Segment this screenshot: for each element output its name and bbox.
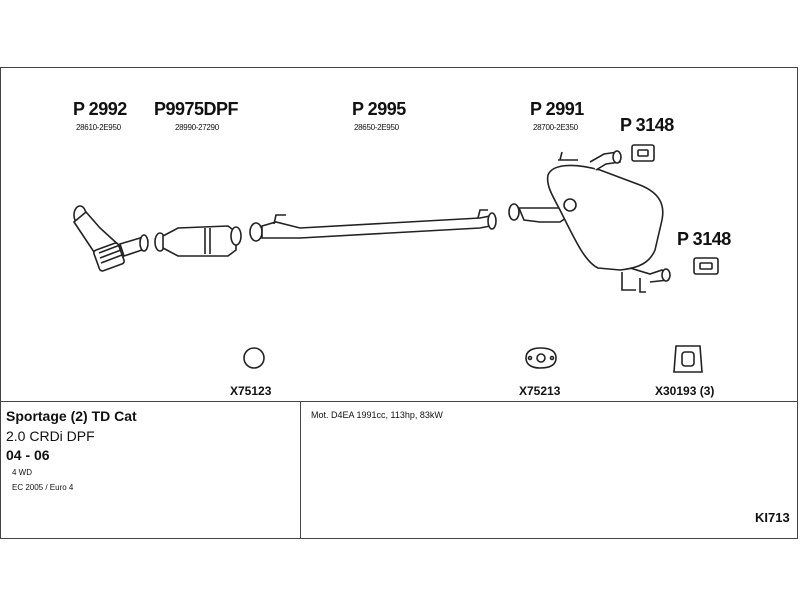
oe-number-p9975dpf: 28990-27290 — [175, 123, 219, 132]
part-code-p9975dpf: P9975DPF — [154, 99, 239, 119]
rear-silencer-drawing — [508, 150, 671, 293]
engine-spec: Mot. D4EA 1991cc, 113hp, 83kW — [311, 410, 443, 420]
vehicle-years: 04 - 06 — [6, 447, 50, 463]
oe-number-p2992: 28610-2E950 — [76, 123, 121, 132]
diagram-frame — [0, 67, 798, 539]
ring-gasket-icon — [243, 347, 265, 369]
vehicle-variant: 2.0 CRDi DPF — [6, 428, 95, 444]
kit-code: KI713 — [755, 510, 790, 525]
dpf-drawing — [154, 225, 242, 257]
part-code-p3148-bottom: P 3148 — [677, 229, 731, 249]
front-pipe-drawing — [72, 205, 149, 272]
vehicle-model: Sportage (2) TD Cat — [6, 408, 137, 424]
accessory-code-x75213: X75213 — [519, 384, 561, 398]
part-code-p2995: P 2995 — [352, 99, 406, 119]
vehicle-drive: 4 WD — [12, 468, 32, 477]
accessory-code-x75123: X75123 — [230, 384, 272, 398]
part-code-p3148-top: P 3148 — [620, 115, 674, 135]
info-divider-vertical — [300, 401, 301, 539]
rubber-hanger-icon — [673, 345, 703, 373]
part-code-p2992: P 2992 — [73, 99, 127, 119]
vehicle-emission: EC 2005 / Euro 4 — [12, 483, 74, 492]
oe-number-p2991: 28700-2E350 — [533, 123, 578, 132]
part-code-p2991: P 2991 — [530, 99, 584, 119]
flange-gasket-icon — [525, 347, 557, 369]
rubber-mount-bottom-drawing — [693, 257, 719, 275]
rubber-mount-top-drawing — [631, 144, 655, 162]
accessory-code-x30193: X30193 (3) — [655, 384, 715, 398]
oe-number-p2995: 28650-2E950 — [354, 123, 399, 132]
middle-pipe-drawing — [249, 209, 497, 242]
info-divider-horizontal — [0, 401, 798, 402]
